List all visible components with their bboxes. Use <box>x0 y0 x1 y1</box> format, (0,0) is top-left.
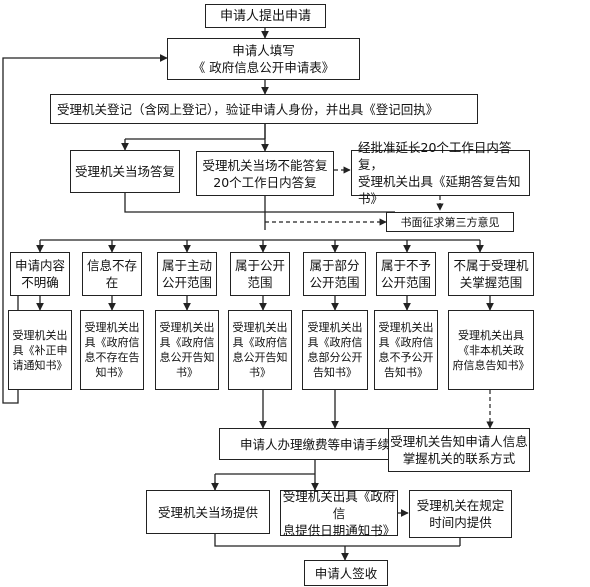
node-notice-not-exist: 受理机关出 具《政府信 息不存在告 知书》 <box>80 310 144 390</box>
edge-fees-branches <box>214 460 316 490</box>
node-notice-public: 受理机关出 具《政府信 息公开告知 书》 <box>228 310 292 390</box>
node-cat-active: 属于主动 公开范围 <box>157 252 217 296</box>
node-notice-not-mine: 受理机关出具 《非本机关政 府信息告知书》 <box>448 310 534 390</box>
node-cat-not-public: 属于不予 公开范围 <box>376 252 436 296</box>
node-cat-not-mine: 不属于受理机 关掌握范围 <box>448 252 534 296</box>
node-cat-public: 属于公开 范围 <box>230 252 290 296</box>
node-third-party: 书面征求第三方意见 <box>386 212 514 232</box>
node-provide-on-spot: 受理机关当场提供 <box>146 490 270 534</box>
node-provide-date-notice: 受理机关出具《政府信 息提供日期通知书》 <box>280 489 398 538</box>
node-provide-in-time: 受理机关在规定 时间内提供 <box>409 490 512 538</box>
node-sign: 申请人签收 <box>304 560 388 586</box>
edge-onspot-to-sign <box>214 534 460 547</box>
node-cat-unclear: 申请内容 不明确 <box>10 252 70 296</box>
node-cat-not-exist: 信息不存在 <box>82 252 142 296</box>
node-start: 申请人提出申请 <box>205 4 326 28</box>
node-extension: 经批准延长20个工作日内答复， 受理机关出具《延期答复告知书》 <box>351 140 530 206</box>
node-reply-on-spot: 受理机关当场答复 <box>70 150 180 193</box>
node-notice-correct: 受理机关出 具《补正申 请通知书》 <box>8 310 72 390</box>
node-reply-20-days: 受理机关当场不能答复 20个工作日内答复 <box>196 151 334 196</box>
node-notice-active: 受理机关出 具《政府信 息公开告知 书》 <box>155 310 219 390</box>
node-inform-contact: 受理机关告知申请人信息 掌握机关的联系方式 <box>388 428 530 472</box>
node-cat-partial: 属于部分 公开范围 <box>303 252 366 296</box>
node-notice-partial: 受理机关出 具《政府信 息部分公开 告知书》 <box>302 310 368 390</box>
node-fees: 申请人办理缴费等申请手续 <box>219 428 411 460</box>
edge-register-branches <box>125 124 266 150</box>
node-fill-form: 申请人填写 《 政府信息公开申请表》 <box>167 38 360 80</box>
node-register: 受理机关登记（含网上登记），验证申请人身份，并出具《登记回执》 <box>50 94 478 124</box>
node-notice-not-public: 受理机关出 具《政府信 息不予公开 告知书》 <box>374 310 438 390</box>
